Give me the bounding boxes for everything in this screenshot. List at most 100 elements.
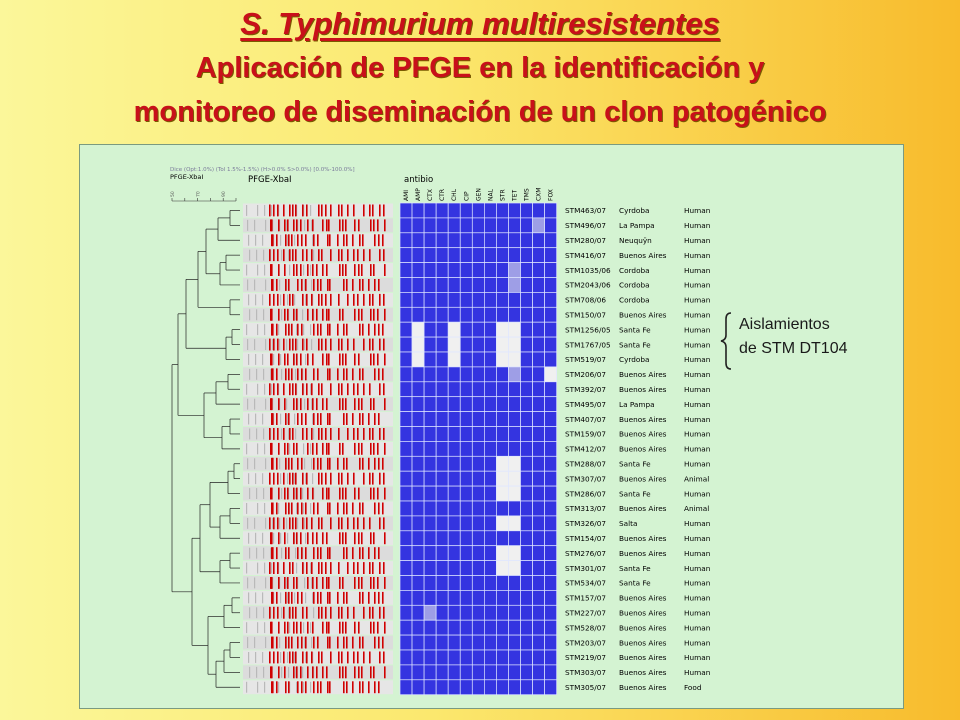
isolate-source: Human	[684, 400, 710, 409]
matrix-cell	[423, 366, 437, 383]
gel-band	[269, 428, 271, 440]
gel-band	[273, 204, 275, 217]
matrix-cell	[447, 217, 461, 234]
gel-band	[305, 636, 307, 649]
matrix-cell	[411, 619, 425, 636]
gel-band	[342, 308, 344, 321]
matrix-cell	[399, 247, 413, 263]
gel-lane	[243, 307, 393, 322]
gel-faint-band	[254, 458, 256, 470]
gel-band	[362, 279, 364, 291]
gel-faint-band	[287, 592, 289, 604]
isolate-source: Human	[684, 638, 710, 647]
gel-band	[297, 457, 299, 470]
gel-band	[296, 532, 298, 545]
gel-band	[307, 308, 309, 321]
gel-band	[301, 279, 303, 291]
gel-band	[362, 547, 364, 560]
matrix-cell	[484, 232, 497, 249]
matrix-cell	[435, 441, 449, 457]
gel-band	[273, 562, 275, 574]
matrix-row	[399, 336, 558, 353]
matrix-cell	[520, 426, 533, 442]
pfge-figure-panel: Dice (Opt:1.0%) (Tol 1.5%-1.5%) (H>0.0% …	[79, 144, 904, 709]
matrix-cell	[423, 619, 437, 636]
gel-band	[289, 606, 291, 619]
gel-band	[369, 651, 371, 664]
gel-band	[383, 517, 385, 530]
gel-band	[295, 651, 297, 664]
isolate-id: STM276/07	[565, 549, 606, 558]
matrix-cell	[496, 351, 509, 368]
gel-band	[305, 413, 307, 425]
gel-band	[321, 651, 323, 664]
gel-band	[300, 264, 302, 276]
gel-band	[283, 293, 285, 306]
matrix-cell	[544, 262, 558, 278]
gel-band	[345, 532, 347, 545]
gel-band	[296, 308, 298, 321]
gel-faint-band	[302, 488, 304, 499]
gel-band	[329, 279, 331, 291]
gel-band	[269, 293, 271, 306]
matrix-cell	[544, 455, 558, 472]
gel-band	[318, 562, 320, 574]
gel-band	[347, 606, 349, 619]
matrix-cell	[399, 679, 413, 696]
matrix-cell	[471, 679, 485, 696]
matrix-cell	[532, 545, 545, 561]
gel-faint-band	[255, 413, 257, 425]
matrix-cell	[435, 366, 449, 383]
gel-band	[306, 204, 308, 217]
gel-band	[342, 487, 344, 500]
gel-band	[276, 681, 278, 694]
gel-faint-band	[302, 309, 304, 321]
gel-band	[325, 338, 327, 351]
gel-band	[325, 562, 327, 574]
gel-band	[338, 293, 340, 306]
gel-band	[343, 457, 345, 470]
matrix-cell	[471, 515, 485, 532]
gel-faint-band	[262, 652, 264, 663]
gel-band	[316, 442, 318, 455]
gel-band	[341, 383, 343, 396]
matrix-cell	[544, 292, 558, 308]
gel-band	[362, 591, 364, 604]
gel-band	[378, 636, 380, 649]
gel-band	[276, 547, 278, 560]
matrix-cell	[520, 351, 533, 368]
gel-faint-band	[247, 279, 249, 291]
gel-band	[342, 532, 344, 545]
gel-band	[300, 487, 302, 500]
matrix-cell	[459, 277, 473, 293]
gel-band	[339, 621, 341, 634]
matrix-cell	[520, 485, 533, 502]
matrix-row	[399, 217, 558, 234]
gel-band	[330, 249, 332, 262]
gel-faint-band	[278, 503, 280, 514]
matrix-cell	[423, 232, 437, 249]
gel-band	[370, 353, 372, 366]
gel-band	[289, 249, 291, 262]
isolate-source: Human	[684, 340, 710, 349]
matrix-cell	[532, 530, 545, 547]
gel-band	[338, 383, 340, 396]
matrix-cell	[459, 202, 473, 219]
gel-band	[312, 264, 314, 276]
matrix-cell	[484, 619, 497, 636]
matrix-cell	[544, 604, 558, 621]
gel-faint-band	[295, 488, 297, 499]
gel-band	[295, 606, 297, 619]
matrix-cell	[399, 619, 413, 636]
matrix-cell	[544, 411, 558, 427]
gel-band	[352, 681, 354, 694]
gel-band	[357, 293, 359, 306]
matrix-cell	[447, 232, 461, 249]
gel-band	[353, 293, 355, 306]
pfge-dendrogram-figure: Dice (Opt:1.0%) (Tol 1.5%-1.5%) (H>0.0% …	[170, 167, 732, 696]
gel-band	[316, 398, 318, 411]
gel-band	[363, 249, 365, 262]
gel-band	[379, 383, 381, 396]
gel-band	[354, 621, 356, 634]
